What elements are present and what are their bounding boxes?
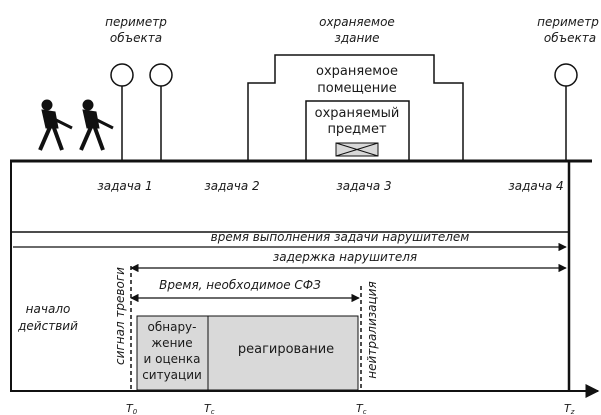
tick-label-t0: T0	[126, 402, 138, 415]
intruder-icon	[38, 99, 73, 151]
detection-label-4: ситуации	[142, 368, 202, 382]
intruder-icon	[79, 99, 114, 151]
lamp-post-icon	[110, 63, 134, 161]
building-label-2: здание	[334, 31, 379, 45]
alarm-signal-label: сигнал тревоги	[113, 267, 127, 365]
neutralization-label: нейтрализация	[365, 281, 379, 378]
response-label: реагирование	[238, 342, 334, 357]
tick-label-tc1: Tc	[204, 402, 215, 415]
task-label: задача 3	[336, 179, 391, 193]
start-label-1: начало	[26, 302, 71, 316]
building-label-1: охраняемое	[319, 15, 395, 29]
room-label-1: охраняемое	[316, 64, 398, 79]
required-time-label: Время, необходимое СФЗ	[159, 278, 321, 292]
task-label: задача 1	[97, 179, 152, 193]
tick-label-tc2: Tc	[356, 402, 367, 415]
detection-label-2: жение	[151, 336, 192, 350]
lamp-post-icon	[554, 63, 578, 161]
perimeter-left-label-1: периметр	[105, 15, 167, 29]
guarded-building-outline	[247, 54, 464, 161]
response-box	[207, 315, 359, 391]
perimeter-right-label-1: периметр	[537, 15, 599, 29]
detection-label-1: обнару-	[148, 320, 197, 334]
perimeter-right-label-2: объекта	[544, 31, 596, 45]
start-label-2: действий	[17, 319, 78, 333]
perimeter-left-label-2: объекта	[110, 31, 162, 45]
detection-box	[136, 315, 209, 391]
room-label-2: помещение	[317, 81, 396, 96]
item-label-2: предмет	[327, 122, 387, 137]
safe-icon	[335, 142, 379, 157]
total-time-label: время выполнения задачи нарушителем	[211, 230, 470, 244]
task-label: задача 4	[508, 179, 563, 193]
lamp-post-icon	[149, 63, 173, 161]
item-label-1: охраняемый	[315, 106, 400, 121]
tick-label-tz: Tz	[564, 402, 575, 415]
task-label: задача 2	[204, 179, 259, 193]
delay-label: задержка нарушителя	[273, 250, 417, 264]
detection-label-3: и оценка	[144, 352, 201, 366]
